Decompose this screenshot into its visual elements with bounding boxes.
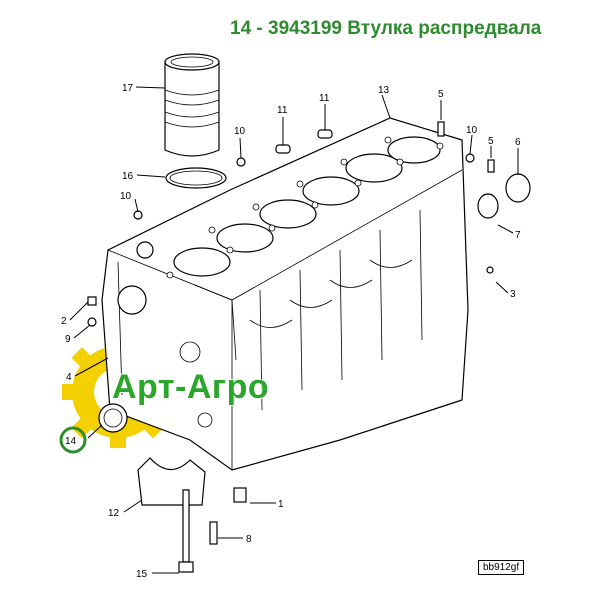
callout-9: 9 [65,334,71,345]
callout-10: 10 [120,191,132,202]
callout-2: 2 [61,316,67,327]
callout-1: 1 [278,499,284,510]
callout-16: 16 [122,171,134,182]
callout-7: 7 [515,230,521,241]
callout-14: 14 [65,436,77,447]
callout-4: 4 [66,372,72,383]
highlight-circle [59,426,87,454]
callout-5: 5 [488,136,494,147]
callout-17: 17 [122,83,134,94]
callout-5: 5 [438,89,444,100]
cylinder-liner-part [164,53,220,157]
callout-8: 8 [246,534,252,545]
bearing-cap-part [137,457,206,506]
callout-6: 6 [515,137,521,148]
callout-10: 10 [234,126,246,137]
bolt-part [182,489,190,563]
callout-13: 13 [378,85,390,96]
diagram-title: 14 - 3943199 Втулка распредвала [230,18,542,39]
callout-15: 15 [136,569,148,580]
callout-11: 11 [319,93,330,104]
callout-11: 11 [277,105,288,116]
callout-12: 12 [108,508,120,519]
o-ring-part [165,167,227,189]
callout-10: 10 [466,125,478,136]
watermark-text: Арт-Агро [112,368,270,406]
engine-block-part [98,117,469,471]
callout-3: 3 [510,289,516,300]
drawing-code: bb912gf [478,560,525,575]
